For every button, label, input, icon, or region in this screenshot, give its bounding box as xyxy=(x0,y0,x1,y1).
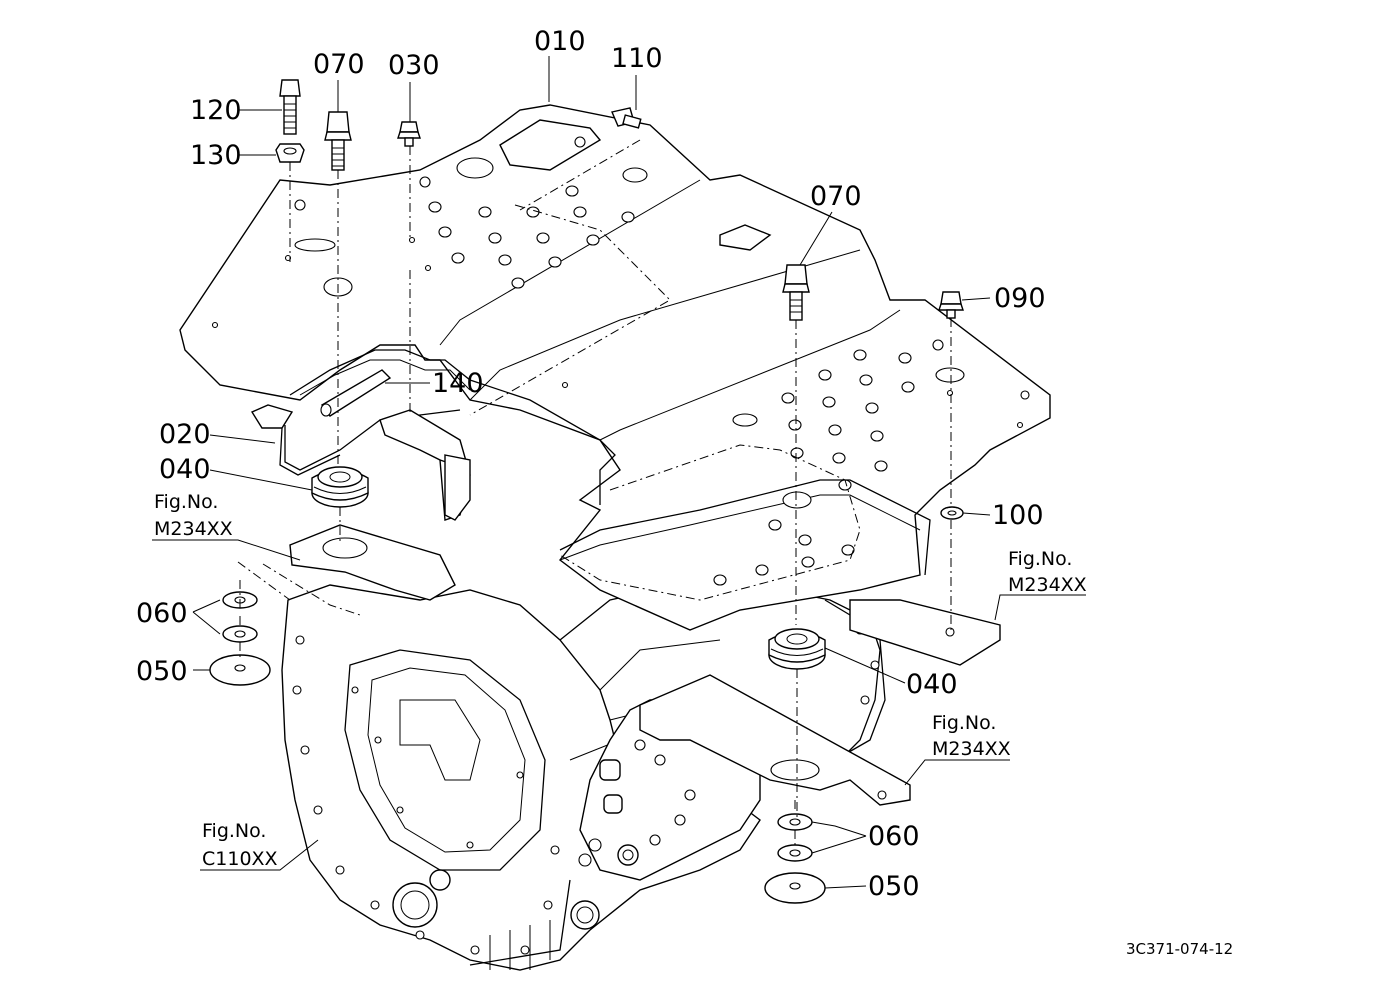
fig-ref-left-bottom-line1: Fig.No. xyxy=(202,820,266,842)
nut-130 xyxy=(275,143,305,163)
label-090: 090 xyxy=(994,283,1046,314)
rod-140 xyxy=(320,369,392,417)
rubber-mount-left xyxy=(311,466,369,508)
fig-ref-right-top-line2: M234XX xyxy=(1008,574,1087,596)
floor-plate xyxy=(179,104,1051,631)
label-110: 110 xyxy=(611,43,663,74)
label-070-right: 070 xyxy=(810,181,862,212)
label-040-left: 040 xyxy=(159,454,211,485)
label-030: 030 xyxy=(388,50,440,81)
rubber-mount-right xyxy=(768,628,826,670)
washer-100 xyxy=(940,506,964,520)
bolt-120 xyxy=(279,79,301,135)
label-020: 020 xyxy=(159,419,211,450)
label-120: 120 xyxy=(190,95,242,126)
bolt-030 xyxy=(397,121,421,147)
drawing-code: 3C371-074-12 xyxy=(1126,940,1233,958)
fig-ref-right-mid-line1: Fig.No. xyxy=(932,712,996,734)
left-mount-bracket xyxy=(289,524,456,601)
bolt-070-left xyxy=(324,111,352,171)
label-130: 130 xyxy=(190,140,242,171)
label-060-left: 060 xyxy=(136,598,188,629)
right-mount-bracket xyxy=(639,674,911,806)
bolt-070-right xyxy=(782,264,810,321)
label-050-right: 050 xyxy=(868,871,920,902)
fig-ref-left-bottom-line2: C110XX xyxy=(202,848,278,870)
fig-ref-right-mid-line2: M234XX xyxy=(932,738,1011,760)
label-010: 010 xyxy=(534,26,586,57)
fig-ref-left-top-line2: M234XX xyxy=(154,518,233,540)
label-060-right: 060 xyxy=(868,821,920,852)
label-040-right: 040 xyxy=(906,669,958,700)
center-bracket xyxy=(379,409,471,521)
fig-ref-left-top-line1: Fig.No. xyxy=(154,491,218,513)
label-050-left: 050 xyxy=(136,656,188,687)
label-070-left: 070 xyxy=(313,49,365,80)
bolt-110 xyxy=(611,107,642,129)
washers-right xyxy=(764,813,826,904)
label-100: 100 xyxy=(992,500,1044,531)
fig-ref-right-top-line1: Fig.No. xyxy=(1008,548,1072,570)
label-140: 140 xyxy=(432,368,484,399)
